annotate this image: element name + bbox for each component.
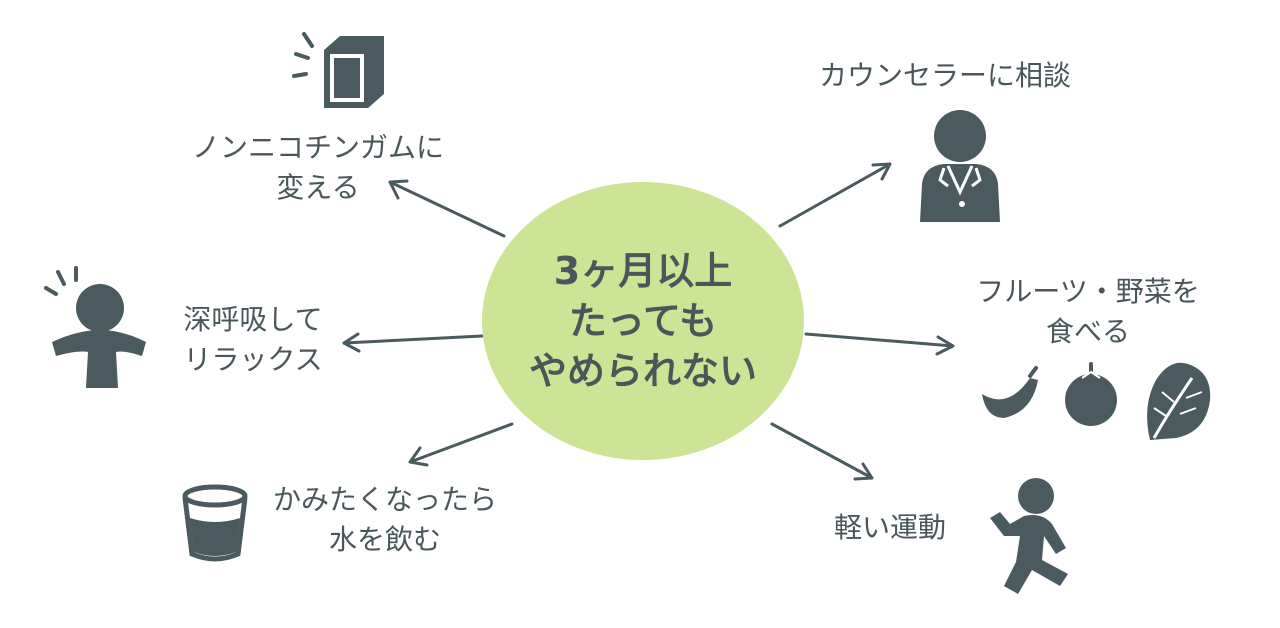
fruits-label-line-1: フルーツ・野菜を — [976, 275, 1200, 308]
breath-label-line-2: リラックス — [183, 343, 323, 376]
exercise-label-line-1: 軽い運動 — [833, 511, 946, 544]
counselor-label: カウンセラーに相談 — [790, 56, 1100, 96]
gum-label: ノンニコチンガムに 変える — [178, 128, 458, 208]
arrow-to-breath — [342, 332, 484, 353]
gum-label-line-2: 変える — [276, 171, 360, 204]
leafy-vegetable-icon — [1147, 362, 1211, 440]
exercise-label: 軽い運動 — [815, 508, 965, 548]
breath-label-line-1: 深呼吸して — [183, 303, 323, 336]
gum-pack-icon — [292, 32, 384, 108]
person-breathing-icon — [44, 266, 146, 388]
arrow-to-counselor — [778, 162, 892, 228]
water-label-line-1: かみたくなったら — [272, 483, 497, 516]
center-line-3: やめられない — [528, 349, 757, 393]
water-label-line-2: 水を飲む — [328, 523, 441, 556]
arrow-to-fruits — [804, 332, 955, 356]
fruits-label-line-2: 食べる — [1045, 315, 1130, 348]
water-label: かみたくなったら 水を飲む — [255, 480, 515, 560]
arrow-to-gum — [388, 179, 506, 238]
banana-icon — [982, 366, 1038, 418]
breath-label: 深呼吸して リラックス — [168, 300, 338, 380]
arrow-to-water — [408, 422, 514, 467]
center-circle: 3ヶ月以上 たっても やめられない — [482, 182, 804, 460]
glass-of-water-icon — [182, 484, 248, 562]
arrow-to-exercise — [770, 422, 874, 481]
gum-label-line-1: ノンニコチンガムに — [191, 131, 444, 164]
counselor-icon — [920, 110, 1000, 222]
center-line-2: たっても — [568, 299, 718, 343]
fruits-label: フルーツ・野菜を 食べる — [958, 272, 1218, 352]
center-line-1: 3ヶ月以上 — [553, 249, 733, 293]
counselor-label-line-1: カウンセラーに相談 — [818, 59, 1071, 92]
fruit-icon — [1065, 362, 1117, 426]
running-person-icon — [990, 478, 1068, 594]
